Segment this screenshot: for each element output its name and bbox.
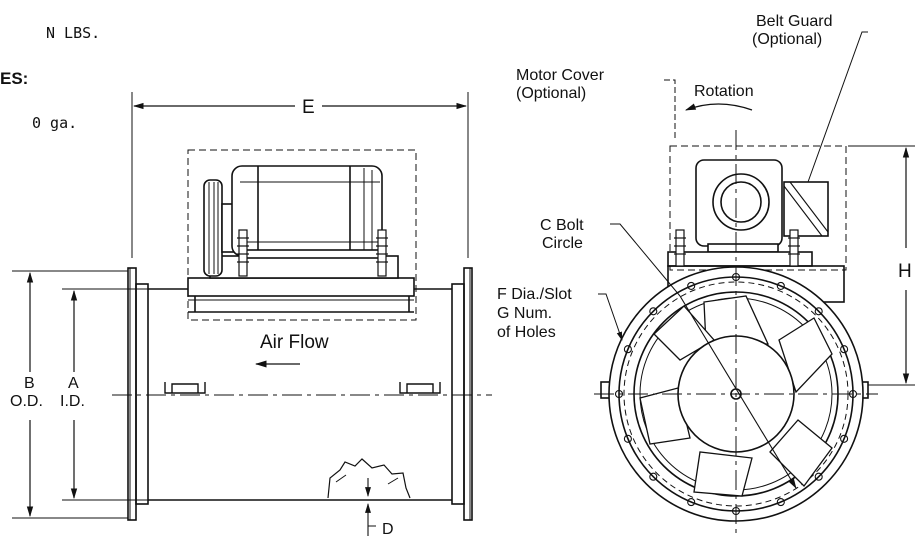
- dimension-a-id-label: I.D.: [60, 393, 85, 410]
- dimension-b-label: B: [24, 375, 35, 392]
- holes-of-label: of Holes: [497, 324, 556, 341]
- notes-heading: ES:: [0, 69, 28, 88]
- weight-note: N LBS.: [46, 24, 100, 42]
- rotation-label: Rotation: [694, 83, 754, 100]
- end-view: [594, 31, 915, 536]
- motor-cover-label: Motor Cover: [516, 67, 605, 84]
- motor-cover-optional-label: (Optional): [516, 85, 586, 102]
- belt-guard-optional-label: (Optional): [752, 31, 822, 48]
- side-view: [12, 92, 492, 536]
- holes-dia-label: F Dia./Slot: [497, 286, 572, 303]
- bolt-circle-sub-label: Circle: [542, 235, 583, 252]
- bolt-circle-label: C Bolt: [540, 217, 584, 234]
- dimension-a-label: A: [68, 375, 79, 392]
- gauge-note: 0 ga.: [32, 114, 77, 132]
- air-flow-label: Air Flow: [260, 332, 329, 353]
- dimension-d-label: D: [382, 521, 394, 536]
- holes-num-label: G Num.: [497, 305, 552, 322]
- belt-guard-label: Belt Guard: [756, 13, 832, 30]
- dimension-e-label: E: [302, 97, 315, 118]
- dimension-h-label: H: [898, 261, 912, 282]
- dimension-b-od-label: O.D.: [10, 393, 43, 410]
